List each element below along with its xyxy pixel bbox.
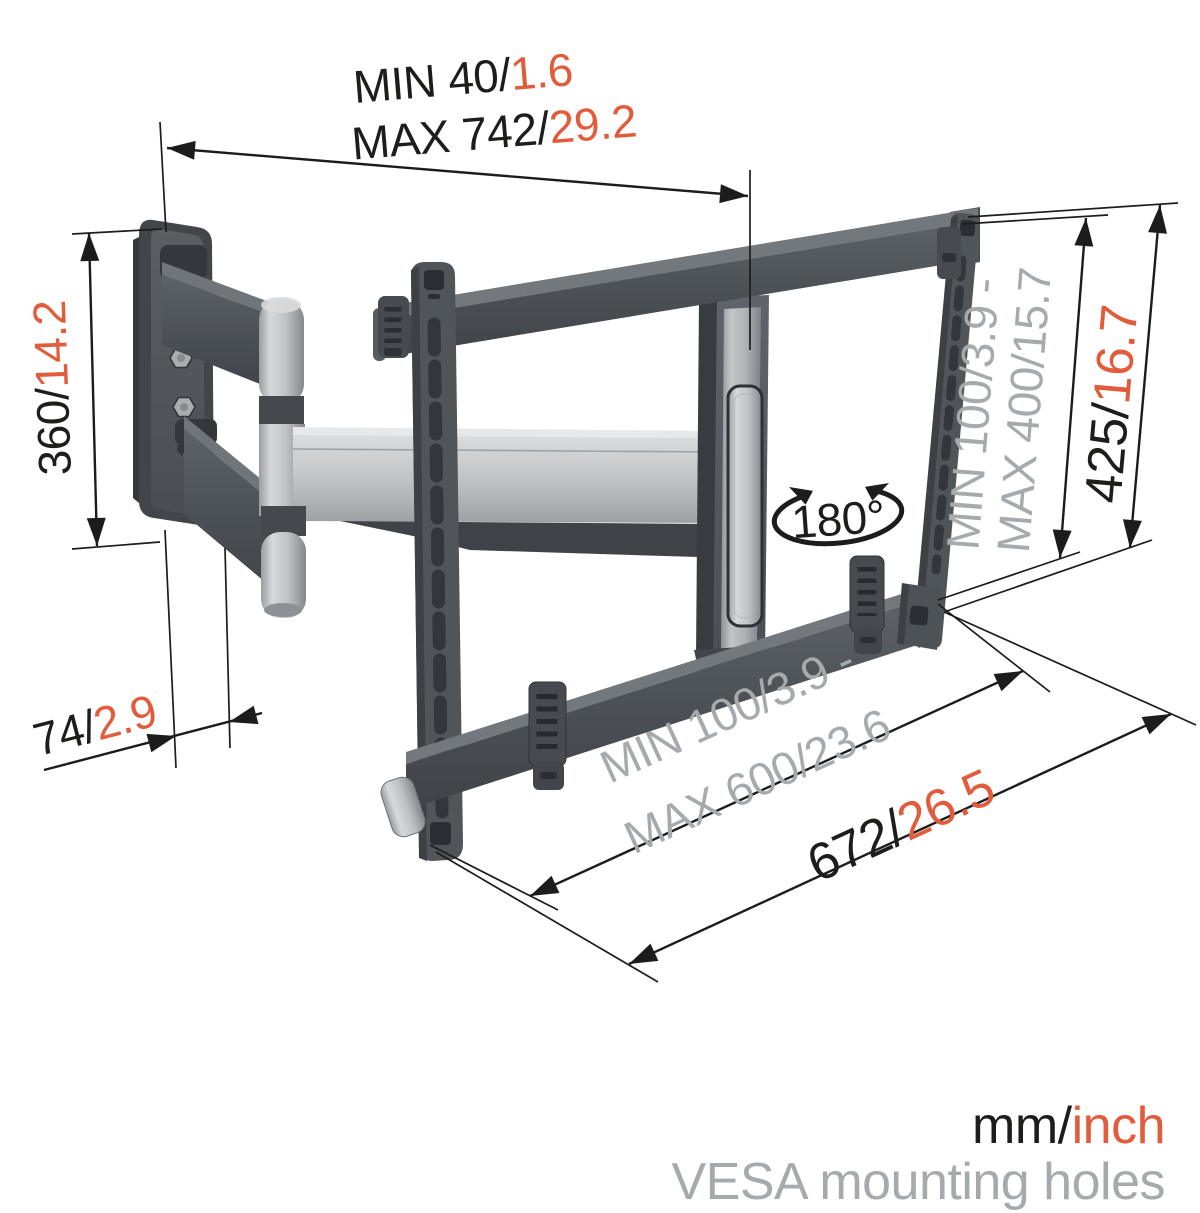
extension-arm-top-edge	[293, 427, 714, 438]
ext-vesa-top	[961, 214, 1109, 225]
right-strip-edge	[913, 215, 958, 648]
dim-line-vesa-horizontal	[529, 669, 1024, 898]
swing-arm-top-topface	[162, 262, 280, 318]
swing-arm-bottom-face	[184, 429, 284, 598]
right-strip-top-hole	[959, 219, 976, 237]
dim-arrowhead	[86, 517, 107, 547]
label-wall-depth: 74/2.9	[28, 684, 162, 766]
top-rail	[373, 207, 980, 361]
wall-plate-side	[133, 237, 139, 503]
ext-diag-right-outer	[943, 611, 1197, 726]
pivot-top-segment	[259, 299, 304, 405]
dim-line-plate-height	[87, 232, 99, 547]
pivot-top-cap	[261, 297, 301, 313]
right-strip-slots	[931, 255, 967, 575]
dim-line-bracket-width	[628, 712, 1172, 966]
ext-diag-left-inner	[429, 844, 559, 911]
ext-diag-right-inner	[937, 603, 1051, 693]
dim-line-bracket-height	[1128, 204, 1162, 549]
dim-arrowhead	[625, 943, 659, 973]
swivel-angle-label: 180°	[790, 490, 887, 548]
label-bracket-height: 425/16.7	[1074, 303, 1149, 506]
swing-arm-top-face	[162, 275, 280, 392]
extension-arm-face	[293, 435, 714, 523]
swivel-gap	[801, 472, 868, 500]
pivot-column-lower	[261, 506, 306, 618]
ext-plate-bottom	[71, 541, 161, 550]
ext-plate-top	[71, 228, 163, 235]
hex-bolt-lower-center	[180, 403, 188, 411]
top-rail-face	[380, 221, 978, 358]
dim-arrowhead	[1141, 705, 1175, 735]
right-strip-foot-hole	[909, 605, 929, 626]
left-strip-slots	[427, 317, 449, 819]
left-strip-top-hole	[424, 270, 444, 290]
legend-units: mm/inch	[972, 1097, 1165, 1155]
clamp-top-right-slot	[942, 253, 956, 262]
legend: mm/inch VESA mounting holes	[672, 1097, 1166, 1211]
ref-line-arm-left	[159, 121, 167, 233]
tv-column-latch	[726, 384, 764, 628]
dim-arrowhead	[1074, 217, 1096, 247]
dim-line-vesa-vertical	[1058, 217, 1088, 559]
label-bracket-width: 672/26.5	[799, 758, 1004, 894]
dim-arrowhead	[79, 232, 100, 262]
dim-arrowhead	[719, 184, 749, 206]
ext-height-top	[967, 202, 1179, 218]
pivot-bottom-segment	[261, 532, 306, 618]
clamp-top-right	[937, 227, 961, 279]
top-rail-topface	[380, 208, 978, 320]
left-strip-edge	[411, 266, 427, 861]
tv-column	[694, 295, 778, 691]
swing-arm-top	[162, 262, 280, 392]
right-strip-foot-edge	[897, 583, 909, 645]
dimension-lines	[43, 121, 1197, 983]
dim-arrowhead	[226, 705, 259, 732]
ext-depth-right	[224, 547, 231, 749]
legend-subtitle: VESA mounting holes	[672, 1153, 1166, 1211]
clamp-bottom-right	[849, 555, 885, 654]
clamp-bottom-left	[528, 681, 567, 790]
dim-arrowhead	[993, 662, 1027, 692]
left-strip-notch	[428, 294, 440, 299]
left-strip-bottom-hole	[430, 822, 451, 845]
dim-line-arm-reach	[166, 146, 749, 198]
swivel-180-icon: 180°	[771, 472, 905, 548]
tv-column-latch-line	[733, 393, 757, 619]
ext-height-bottom	[943, 539, 1153, 613]
tv-column-side	[696, 298, 719, 660]
clamp-bottom-right-foot-slot	[860, 637, 876, 643]
clamp-top-left-slot	[384, 348, 402, 356]
dim-arrowhead	[526, 875, 560, 905]
ext-depth-left	[164, 529, 177, 769]
label-arm-reach-min: MIN 40/1.6	[351, 43, 575, 113]
label-plate-height: 360/14.2	[23, 300, 81, 477]
dim-arrowhead	[1050, 529, 1072, 559]
dim-arrowhead	[166, 138, 196, 160]
clamp-top-left	[378, 296, 409, 358]
dim-arrowhead	[1148, 204, 1170, 234]
hex-bolt-upper-center	[177, 354, 185, 362]
ext-diag-left-outer	[435, 851, 659, 983]
pivot-band-lower	[261, 506, 306, 536]
pivot-bottom-shade	[264, 603, 302, 617]
extension-arm-underside	[340, 521, 714, 557]
clamp-bottom-left-foot-slot	[540, 772, 557, 779]
ext-vesa-bottom	[937, 551, 1081, 601]
extension-arm	[292, 427, 715, 557]
extension-arm-seam	[292, 448, 715, 453]
pivot-band-upper	[259, 396, 304, 428]
bottom-rail-end-cap	[380, 776, 426, 838]
left-strip	[411, 262, 463, 861]
